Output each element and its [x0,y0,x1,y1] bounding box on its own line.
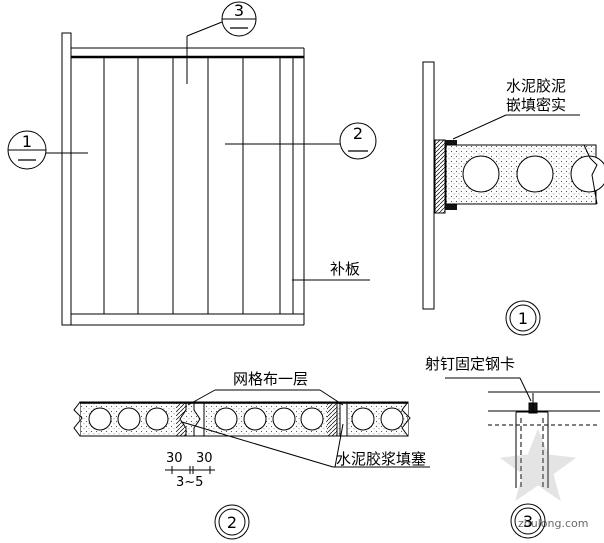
nail-label: 射钉固定钢卡 [425,355,515,373]
marker-number: 1 [22,132,32,151]
dim-left: 30 [166,451,183,466]
marker-number: 3 [234,1,244,20]
watermark-text: zhulong.com [518,517,588,530]
svg-text:1: 1 [518,309,528,328]
left-column [61,32,72,326]
wall-panels [103,57,281,314]
filler-panel-label: 补板 [330,260,360,278]
gap-dim: 3~5 [176,475,203,490]
joint-right [327,401,338,437]
detail-1-section [422,61,604,310]
section-marker-3: 3 [186,1,257,84]
mesh-label: 网格布一层 [233,370,308,388]
panel-cores [88,407,404,431]
detail-1-note-line-1: 水泥胶泥 [506,77,566,95]
steel-clip-bottom [445,202,457,210]
section-marker-2: 2 [225,122,377,160]
joint-left [176,401,187,437]
svg-text:3: 3 [523,512,533,531]
detail-2-section [73,389,430,474]
dim-right: 30 [196,451,213,466]
watermark-logo [499,428,577,502]
column-section [422,61,435,310]
detail-1-tag: 1 [505,300,541,336]
svg-text:2: 2 [227,513,237,532]
steel-clip-top [445,140,457,148]
detail-1-note-line-2: 嵌填密实 [506,96,566,114]
grout-label: 水泥胶浆填塞 [336,450,426,468]
marker-number: 2 [353,124,363,143]
detail-2-tag: 2 [214,504,250,540]
detail-3-tag: 3 [510,503,546,539]
grout-fill [434,139,446,214]
section-marker-1: 1 [7,130,88,170]
wall-elevation [61,32,305,326]
detail-3-section [445,377,600,488]
